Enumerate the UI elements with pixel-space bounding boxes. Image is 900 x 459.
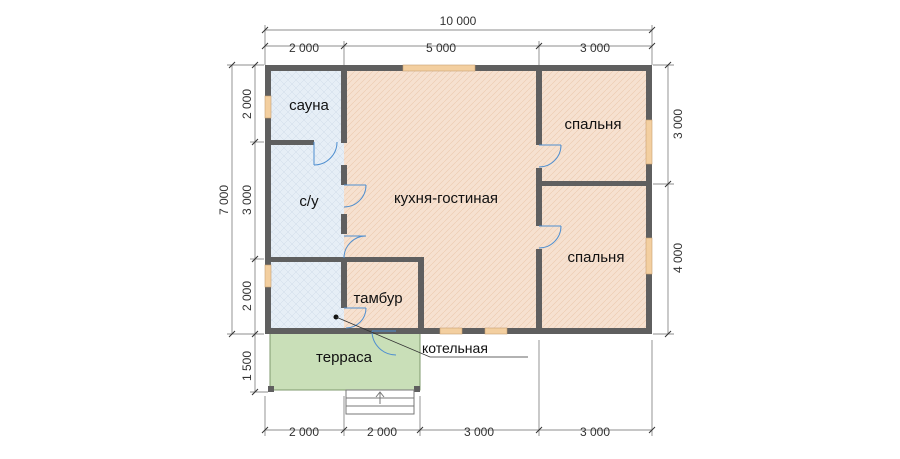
boiler-room-floor: [270, 259, 344, 329]
windows: [264, 64, 653, 335]
bedroom-2-floor: [539, 184, 647, 329]
dim-top-total: 10 000: [440, 14, 477, 28]
dim-top-1: 2 000: [289, 41, 319, 55]
terrace-post-left: [268, 386, 274, 392]
dim-left-total: 7 000: [217, 185, 231, 215]
room-label-bedroom-2: спальня: [568, 249, 625, 266]
bedroom-1-floor: [539, 70, 647, 184]
dim-bottom-4: 3 000: [580, 425, 610, 439]
room-label-bedroom-1: спальня: [565, 116, 622, 133]
dim-left-3: 2 000: [240, 281, 254, 311]
dim-left-2: 3 000: [240, 185, 254, 215]
bathroom-floor: [270, 142, 344, 259]
dimension-lines: [227, 25, 674, 436]
terrace-post-right: [414, 386, 420, 392]
dim-top-3: 3 000: [580, 41, 610, 55]
room-label-kitchen-living: кухня-гостиная: [394, 190, 498, 207]
dim-bottom-1: 2 000: [289, 425, 319, 439]
vestibule-floor: [344, 259, 424, 329]
room-label-sauna: сауна: [289, 97, 329, 114]
dimension-ticks: [228, 26, 672, 434]
room-label-boiler-room: котельная: [422, 340, 488, 356]
dim-right-2: 4 000: [671, 243, 685, 273]
sauna-floor: [270, 70, 344, 142]
dim-bottom-3: 3 000: [464, 425, 494, 439]
dim-bottom-2: 2 000: [367, 425, 397, 439]
room-label-terrace: терраса: [316, 349, 373, 366]
room-label-vestibule: тамбур: [353, 290, 402, 307]
dim-top-2: 5 000: [426, 41, 456, 55]
dim-left-4: 1 500: [240, 351, 254, 381]
room-label-bathroom: с/у: [299, 193, 319, 210]
boiler-room-leader: [335, 316, 528, 358]
doors: [313, 141, 562, 356]
entrance-steps: [345, 389, 415, 415]
dim-right-1: 3 000: [671, 109, 685, 139]
dim-left-1: 2 000: [240, 89, 254, 119]
